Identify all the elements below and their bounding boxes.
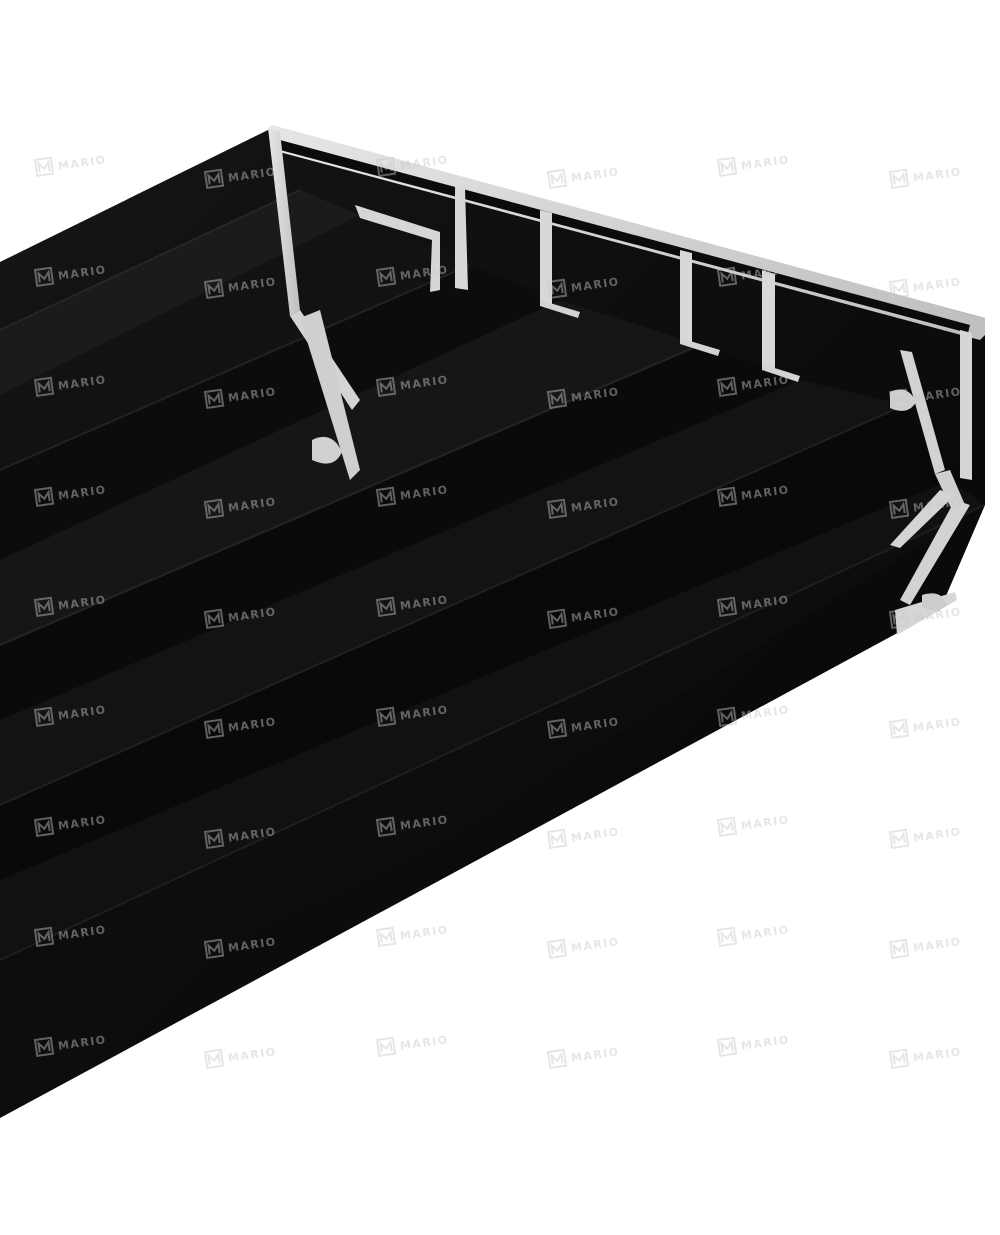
mario-logo-icon: [546, 1048, 568, 1069]
mario-logo-icon: [33, 1036, 55, 1057]
profile-body: [0, 128, 985, 1118]
mario-logo-icon: [716, 596, 738, 617]
mario-logo-icon: [203, 608, 225, 629]
mario-logo-icon: [716, 266, 738, 287]
mario-logo-icon: [716, 376, 738, 397]
mario-logo-icon: [33, 486, 55, 507]
mario-logo-icon: [888, 498, 910, 519]
mario-logo-icon: [546, 498, 568, 519]
mario-logo-icon: [888, 718, 910, 739]
mario-logo-icon: [546, 388, 568, 409]
mario-logo-icon: [888, 278, 910, 299]
mario-logo-icon: [716, 926, 738, 947]
mario-logo-icon: [888, 828, 910, 849]
mario-logo-icon: [888, 608, 910, 629]
mario-logo-icon: [716, 816, 738, 837]
mario-logo-icon: [33, 926, 55, 947]
mario-logo-icon: [546, 278, 568, 299]
mario-logo-icon: [375, 156, 397, 177]
mario-logo-icon: [546, 608, 568, 629]
mario-logo-icon: [716, 486, 738, 507]
mario-logo-icon: [33, 706, 55, 727]
mario-logo-icon: [203, 498, 225, 519]
mario-logo-icon: [375, 376, 397, 397]
mario-logo-icon: [33, 376, 55, 397]
mario-logo-icon: [888, 388, 910, 409]
mario-logo-icon: [546, 828, 568, 849]
mario-logo-icon: [203, 938, 225, 959]
watermark: MARIO: [33, 813, 107, 837]
mario-logo-icon: [203, 388, 225, 409]
mario-logo-icon: [33, 816, 55, 837]
mario-logo-icon: [203, 168, 225, 189]
mario-logo-icon: [33, 596, 55, 617]
mario-logo-icon: [375, 1036, 397, 1057]
profile-end-section: [268, 125, 985, 635]
mario-logo-icon: [716, 156, 738, 177]
mario-logo-icon: [375, 816, 397, 837]
mario-logo-icon: [716, 1036, 738, 1057]
mario-logo-icon: [375, 706, 397, 727]
mario-logo-icon: [203, 1048, 225, 1069]
mario-logo-icon: [546, 718, 568, 739]
mario-logo-icon: [203, 828, 225, 849]
mario-logo-icon: [888, 938, 910, 959]
mario-logo-icon: [203, 278, 225, 299]
mario-logo-icon: [888, 1048, 910, 1069]
mario-logo-icon: [888, 168, 910, 189]
mario-logo-icon: [203, 718, 225, 739]
mario-logo-icon: [33, 266, 55, 287]
mario-logo-icon: [33, 156, 55, 177]
mario-logo-icon: [375, 596, 397, 617]
mario-logo-icon: [546, 938, 568, 959]
mario-logo-icon: [375, 486, 397, 507]
mario-logo-icon: [375, 266, 397, 287]
mario-logo-icon: [375, 926, 397, 947]
mario-logo-icon: [546, 168, 568, 189]
mario-logo-icon: [716, 706, 738, 727]
